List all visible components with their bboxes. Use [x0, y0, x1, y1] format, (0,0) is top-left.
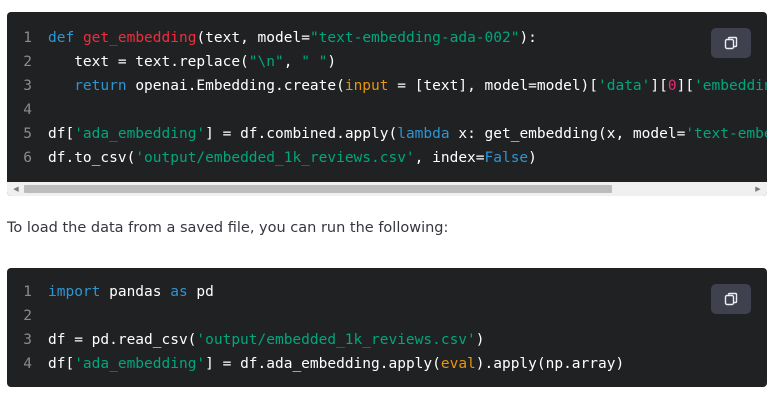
- code-token: ).apply(np.array): [475, 356, 625, 372]
- code-line: 3 df = pd.read_csv('output/embedded_1k_re…: [7, 328, 767, 352]
- code-token: df = pd.read_csv(: [48, 332, 197, 348]
- code-token: 'text-embedding-ada-002': [685, 126, 767, 142]
- code-line: 4: [7, 98, 767, 122]
- line-number: 5: [23, 126, 32, 142]
- line-number: 2: [23, 308, 32, 324]
- code-token: lambda: [397, 126, 450, 142]
- code-token: 'ada_embedding': [74, 356, 206, 372]
- scroll-right-arrow-icon[interactable]: ▶: [755, 185, 761, 193]
- code-token: ] = df.ada_embedding.apply(: [205, 356, 441, 372]
- code-token: 'output/embedded_1k_reviews.csv': [196, 332, 476, 348]
- scrollbar-thumb[interactable]: [24, 185, 612, 193]
- code-token: text = text.replace(: [48, 54, 249, 70]
- line-number: 2: [23, 54, 32, 70]
- code-block-embedding: 1 def get_embedding(text, model="text-emb…: [7, 12, 767, 196]
- code-token: "\n": [248, 54, 284, 70]
- code-token: [48, 78, 74, 94]
- code-token: = [text], model=model)[: [388, 78, 599, 94]
- code-token: openai.Embedding.create(: [126, 78, 345, 94]
- code-token: 'embedding': [694, 78, 767, 94]
- code-line: 2 text = text.replace("\n", " "): [7, 50, 767, 74]
- code-token: return: [74, 78, 127, 94]
- line-number: 3: [23, 332, 32, 348]
- copy-icon: [724, 292, 738, 306]
- code-token: ): [528, 150, 537, 166]
- code-token: 'ada_embedding': [74, 126, 206, 142]
- code-token: 0: [667, 78, 677, 94]
- code-line: 3 return openai.Embedding.create(input =…: [7, 74, 767, 98]
- copy-code-button[interactable]: [711, 284, 751, 314]
- horizontal-scrollbar[interactable]: ◀ ▶: [7, 182, 767, 196]
- code-line: 1 import pandas as pd: [7, 280, 767, 304]
- code-token: pd: [187, 284, 214, 300]
- code-token: def: [48, 30, 75, 46]
- code-token: 'data': [598, 78, 651, 94]
- code-token: ] = df.combined.apply(: [205, 126, 398, 142]
- code-token: ,: [283, 54, 302, 70]
- code-token: get_embedding: [82, 30, 197, 46]
- code-line: 6 df.to_csv('output/embedded_1k_reviews.c…: [7, 146, 767, 170]
- code-line: 2: [7, 304, 767, 328]
- code-lines: 1 def get_embedding(text, model="text-emb…: [7, 26, 767, 170]
- code-line: 1 def get_embedding(text, model="text-emb…: [7, 26, 767, 50]
- line-number: 3: [23, 78, 32, 94]
- code-token: df.to_csv(: [48, 150, 136, 166]
- code-token: " ": [301, 54, 328, 70]
- code-line: 4 df['ada_embedding'] = df.ada_embedding.…: [7, 352, 767, 376]
- code-token: import: [48, 284, 101, 300]
- code-token: ][: [650, 78, 668, 94]
- line-number: 1: [23, 30, 32, 46]
- code-token: eval: [440, 356, 476, 372]
- line-number: 6: [23, 150, 32, 166]
- copy-icon: [724, 36, 738, 50]
- code-token: ): [327, 54, 337, 70]
- code-token: ):: [519, 30, 537, 46]
- instruction-paragraph: To load the data from a saved file, you …: [7, 220, 449, 236]
- code-token: df[: [48, 356, 75, 372]
- line-number: 4: [23, 356, 32, 372]
- line-number: 1: [23, 284, 32, 300]
- code-token: ): [475, 332, 485, 348]
- code-line: 5 df['ada_embedding'] = df.combined.apply…: [7, 122, 767, 146]
- code-token: "text-embedding-ada-002": [309, 30, 520, 46]
- scroll-left-arrow-icon[interactable]: ◀: [13, 185, 19, 193]
- code-token: pandas: [100, 284, 171, 300]
- code-token: ][: [676, 78, 695, 94]
- code-token: df[: [48, 126, 75, 142]
- code-token: , index=: [414, 150, 485, 166]
- code-token: (text, model=: [196, 30, 310, 46]
- code-token: as: [170, 284, 188, 300]
- code-token: x: get_embedding(x, model=: [449, 126, 686, 142]
- copy-code-button[interactable]: [711, 28, 751, 58]
- code-token: [74, 30, 83, 46]
- code-token: input: [344, 78, 389, 94]
- code-token: 'output/embedded_1k_reviews.csv': [135, 150, 415, 166]
- code-token: False: [484, 150, 529, 166]
- line-number: 4: [23, 102, 32, 118]
